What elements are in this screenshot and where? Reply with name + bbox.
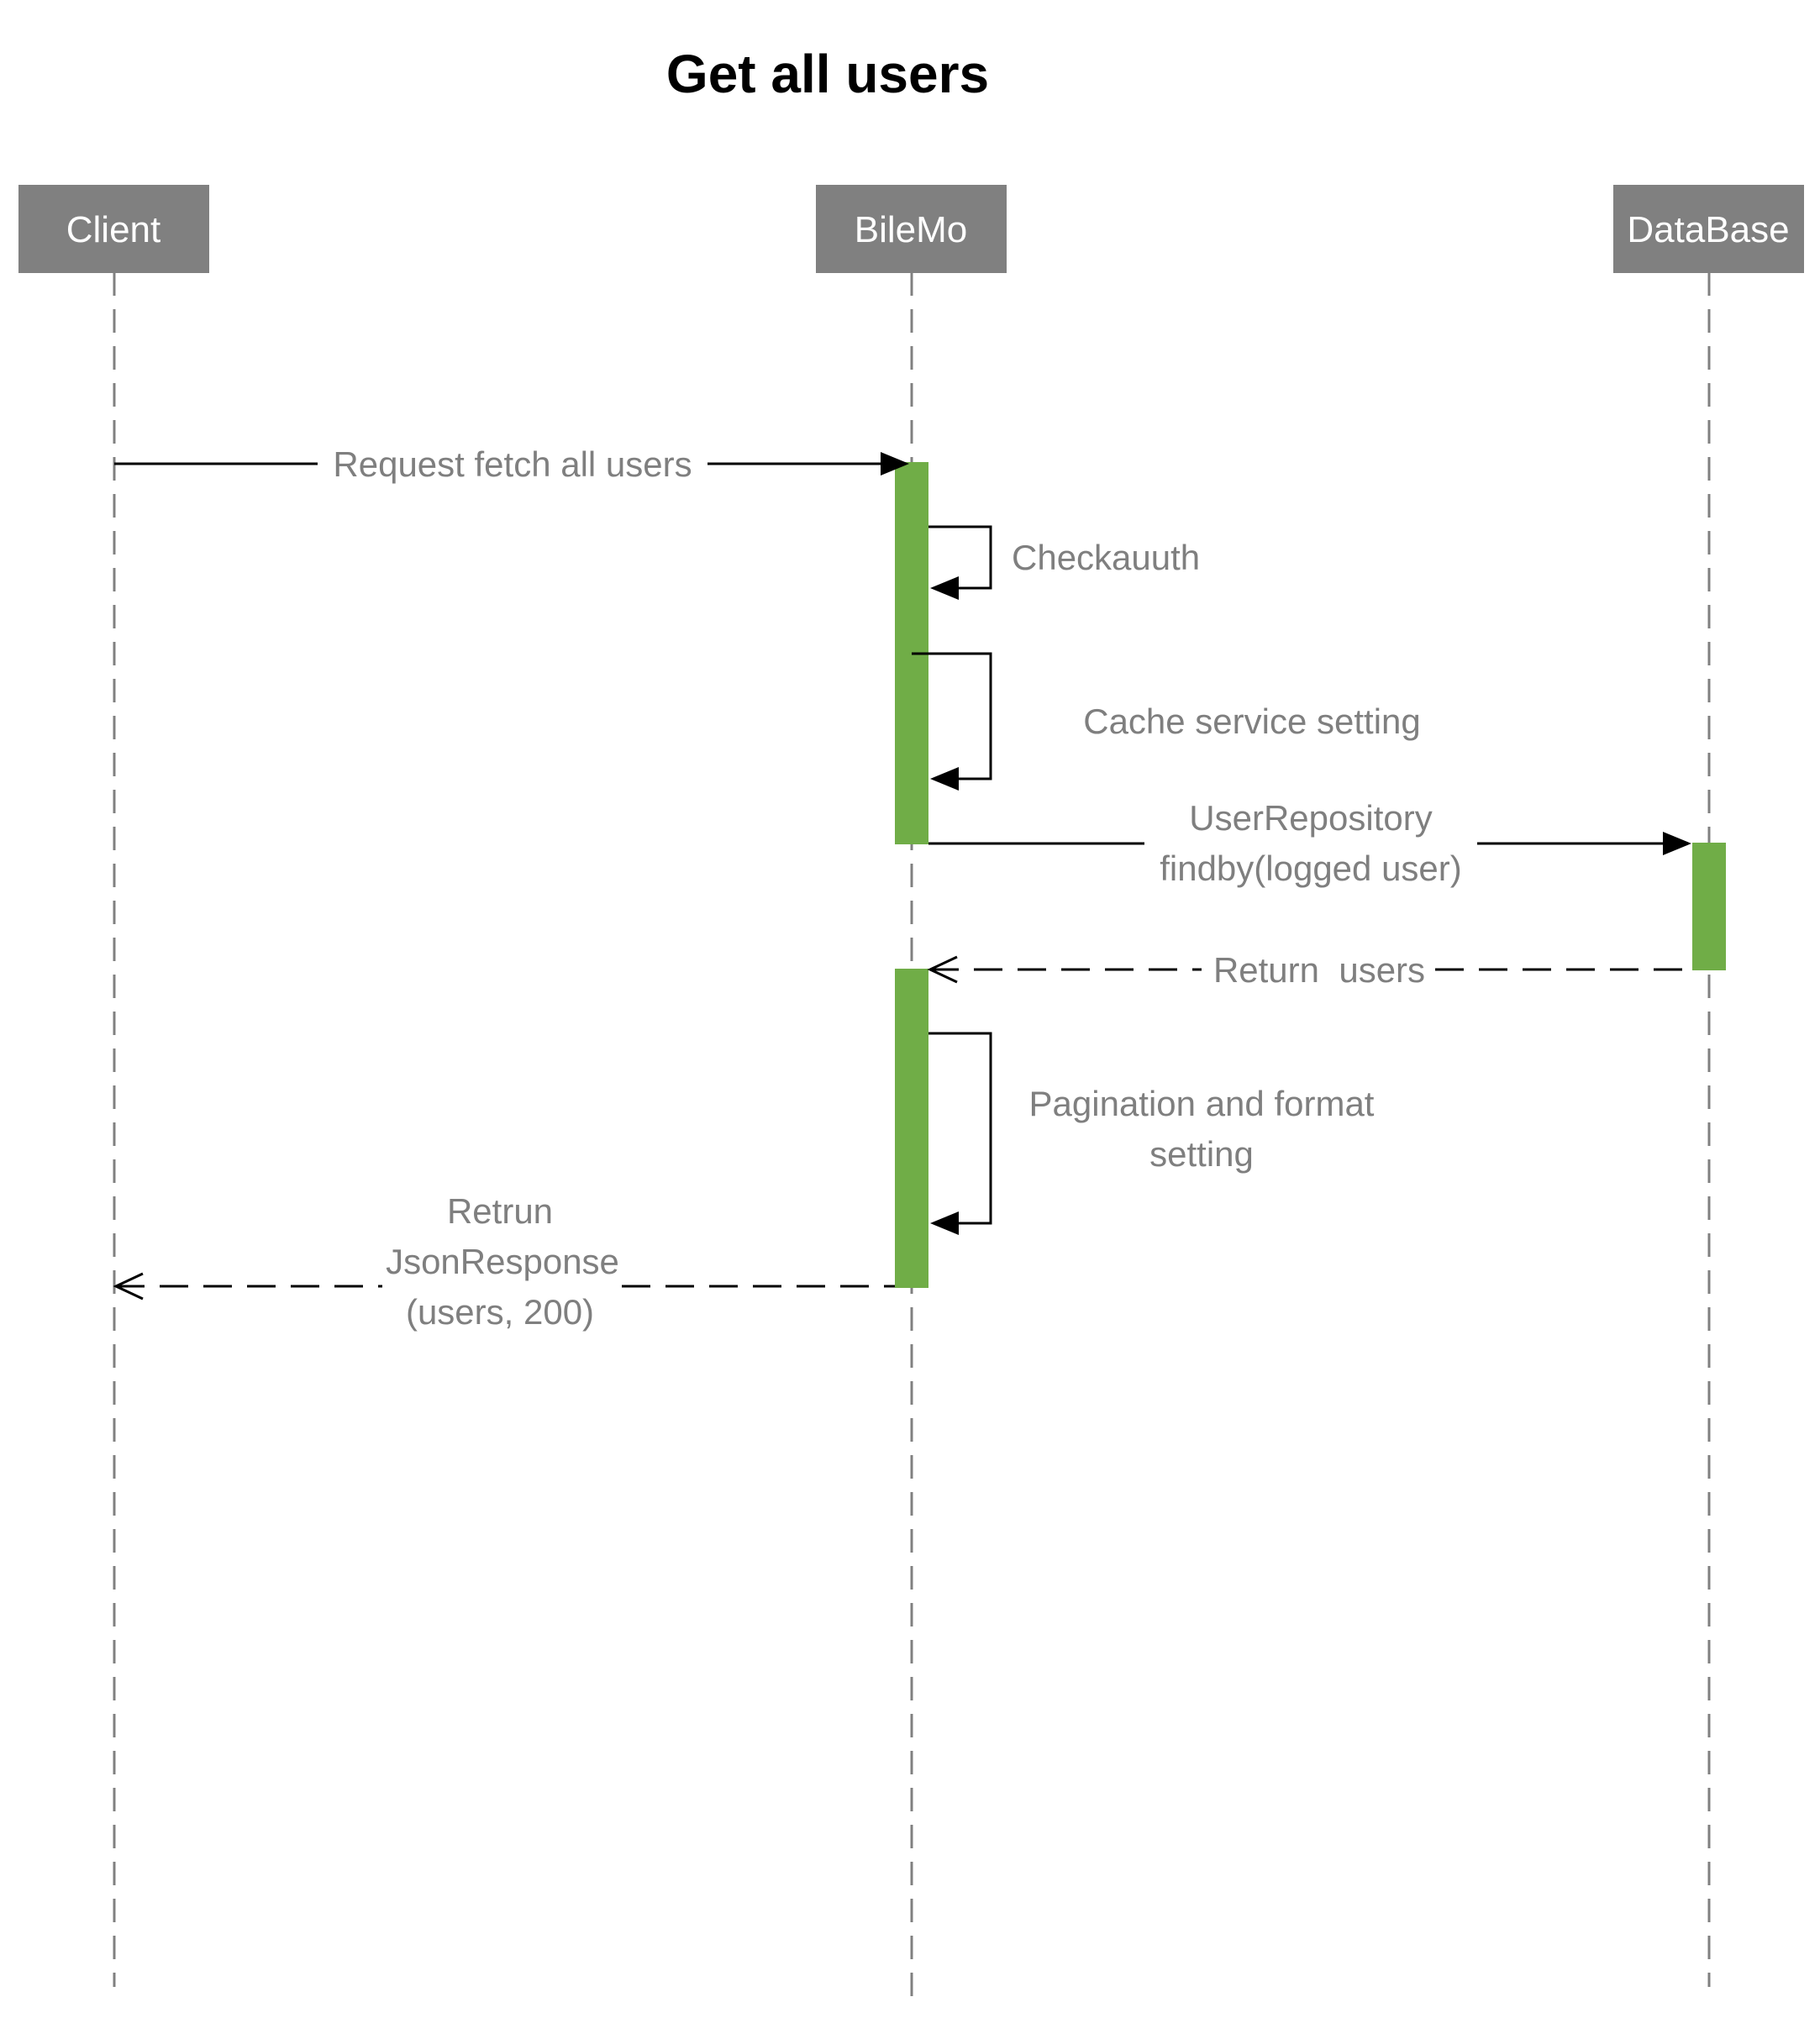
message-check-auth-label: Checkauuth <box>1012 538 1200 577</box>
actor-client-box <box>18 185 209 273</box>
actor-database-label: DataBase <box>1627 209 1789 250</box>
message-pagination-label-1: Pagination and format <box>1029 1084 1375 1123</box>
message-json-response-label-3: (users, 200) <box>406 1292 594 1332</box>
message-pagination-line <box>928 1032 992 1225</box>
message-user-repository-arrowhead <box>1663 832 1691 855</box>
message-check-auth-arrowhead <box>930 576 959 600</box>
message-cache-setting: Cache service setting <box>912 652 1421 791</box>
message-json-response-label-2: JsonResponse <box>386 1242 619 1281</box>
message-json-response-arrowhead <box>113 1272 144 1301</box>
message-return-users: Return users <box>927 950 1692 990</box>
message-user-repository-label-1: UserRepository <box>1189 798 1432 838</box>
activation-bilemo-2 <box>895 969 928 1288</box>
message-return-users-label: Return users <box>1213 950 1425 990</box>
activation-database <box>1692 843 1726 970</box>
message-pagination-arrowhead <box>930 1211 959 1235</box>
message-cache-setting-arrowhead <box>930 767 959 791</box>
message-check-auth: Checkauuth <box>928 525 1200 600</box>
message-user-repository: UserRepository findby(logged user) <box>928 798 1691 888</box>
message-pagination-label-2: setting <box>1149 1134 1254 1174</box>
actor-database-box <box>1613 185 1804 273</box>
message-cache-setting-line <box>912 652 992 780</box>
message-request-fetch-arrowhead <box>881 452 909 476</box>
message-user-repository-label-2: findby(logged user) <box>1160 849 1462 888</box>
actor-client: Client <box>18 185 209 273</box>
diagram-title: Get all users <box>666 44 989 104</box>
actor-bilemo-box <box>816 185 1007 273</box>
message-json-response: Retrun JsonResponse (users, 200) <box>113 1191 895 1332</box>
actor-bilemo-label: BileMo <box>855 209 968 250</box>
message-request-fetch-label: Request fetch all users <box>333 444 692 484</box>
message-pagination: Pagination and format setting <box>928 1032 1375 1235</box>
message-cache-setting-label: Cache service setting <box>1083 702 1421 741</box>
message-return-users-arrowhead <box>927 955 958 984</box>
actor-bilemo: BileMo <box>816 185 1007 273</box>
message-json-response-label-1: Retrun <box>447 1191 553 1231</box>
actor-database: DataBase <box>1613 185 1804 273</box>
message-check-auth-line <box>928 525 992 590</box>
actor-client-label: Client <box>66 209 161 250</box>
message-request-fetch: Request fetch all users <box>114 444 909 484</box>
